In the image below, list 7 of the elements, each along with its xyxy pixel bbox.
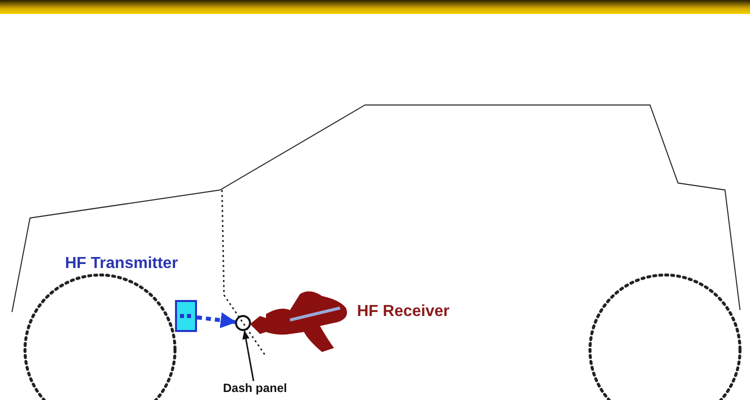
callout-label: Dash panel: [210, 381, 300, 397]
component-label: HF Receiver: [357, 303, 450, 321]
component-label: HF Transmitter: [65, 255, 178, 273]
leader-line: [242, 330, 254, 382]
transmitter-icon: [175, 300, 197, 332]
signal-arrow: [196, 312, 237, 328]
panel-hole-icon: [235, 315, 251, 331]
